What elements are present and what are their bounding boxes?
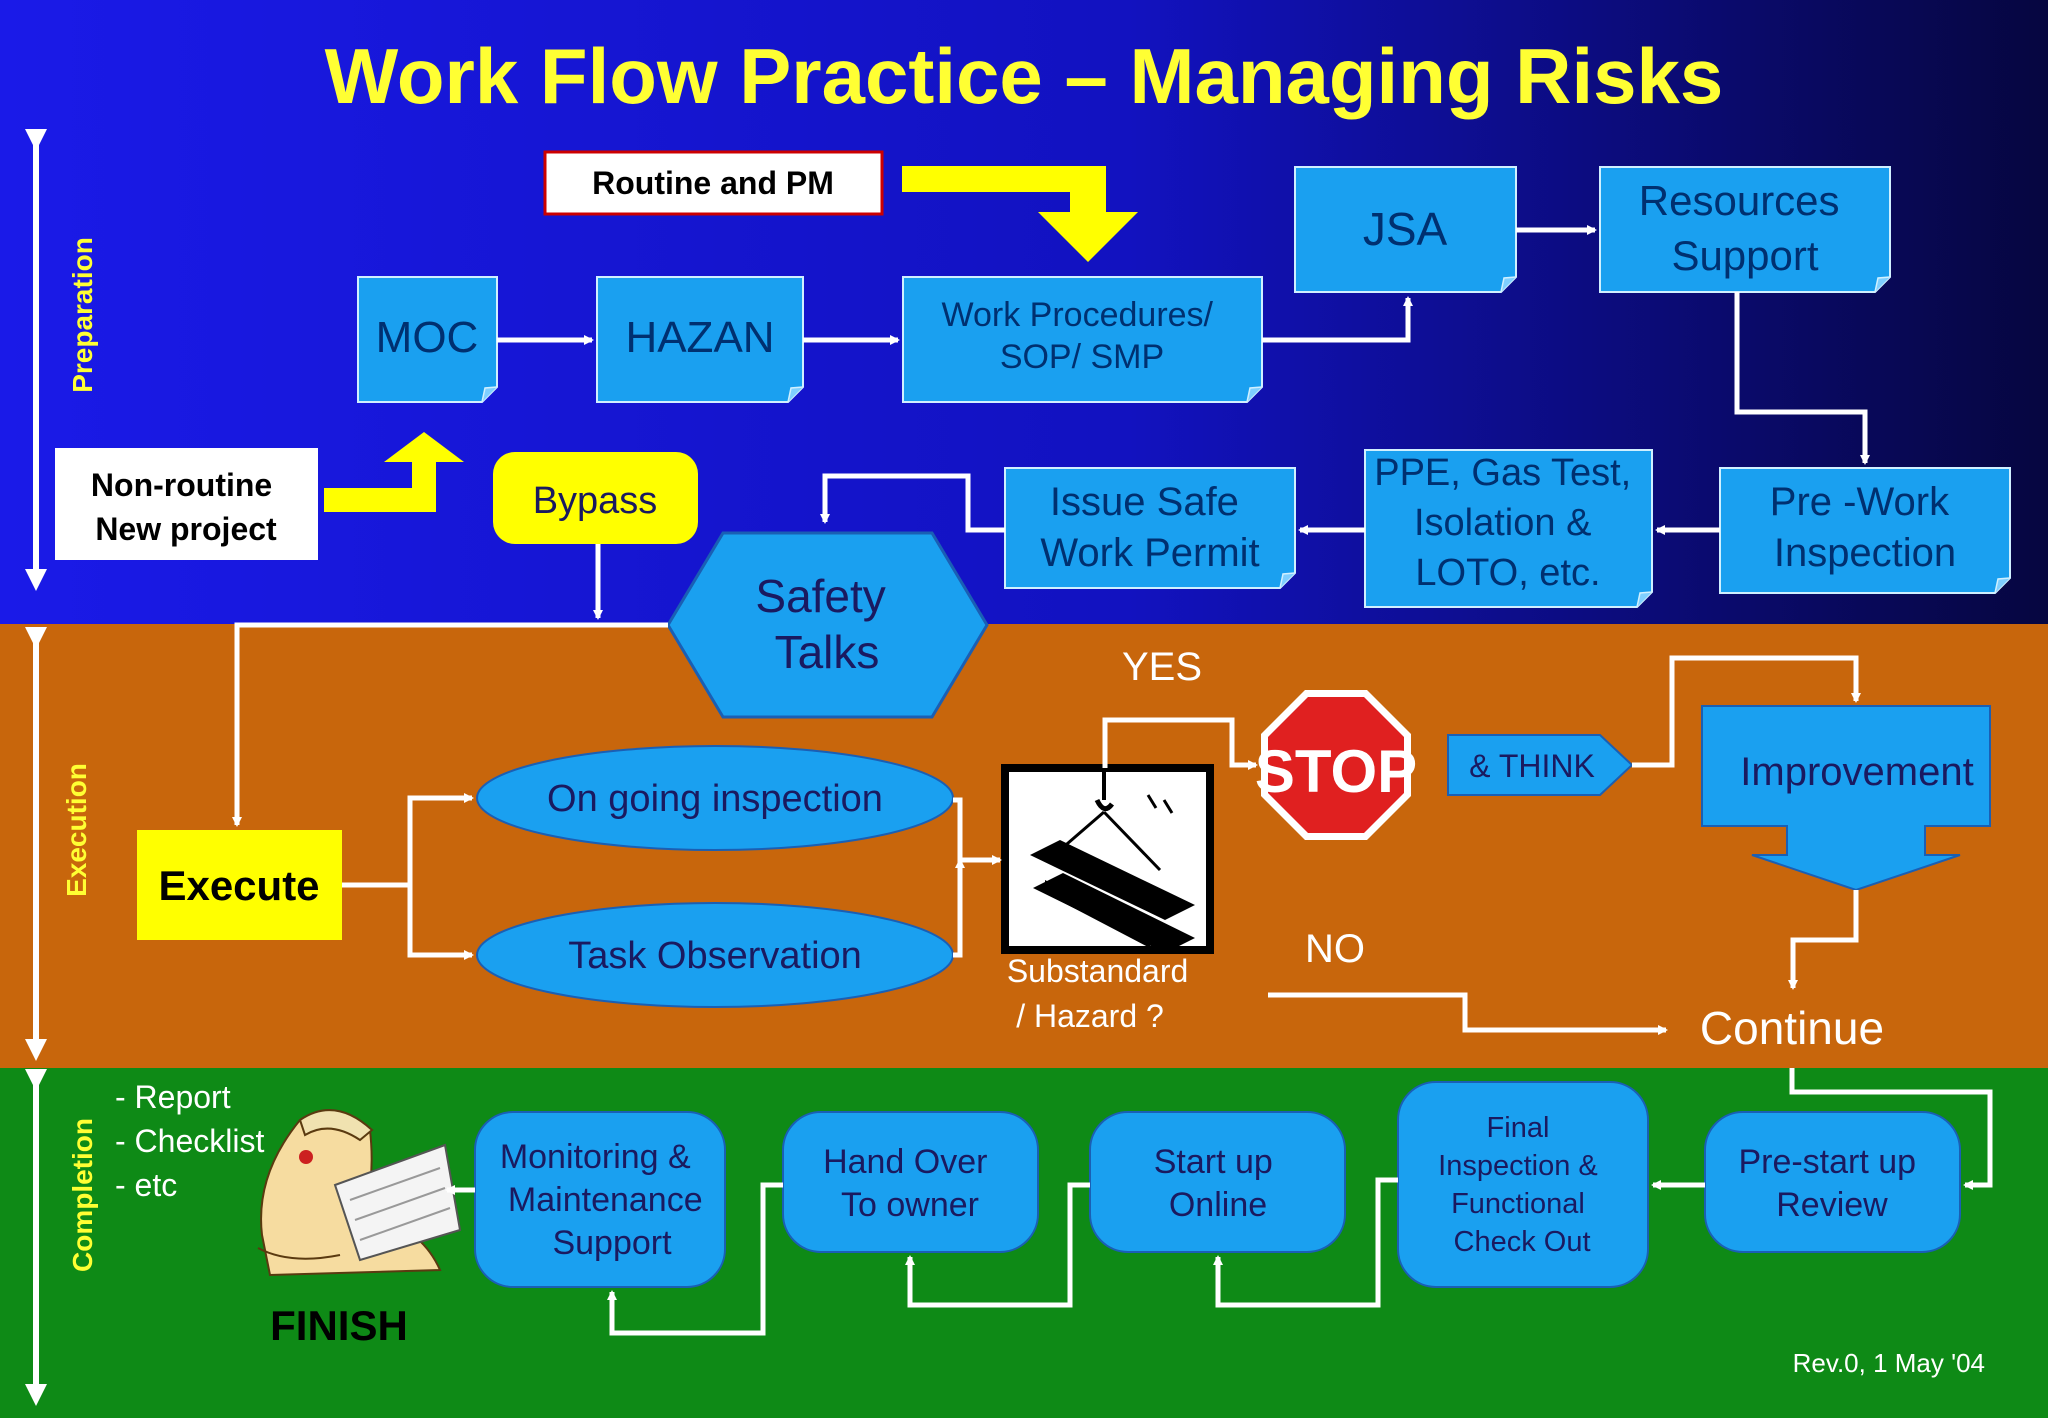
routine-pm-box <box>543 150 884 216</box>
phase-label-preparation: Preparation <box>67 237 98 393</box>
ongoing-inspection-label: On going inspection <box>547 778 883 820</box>
yes-label: YES <box>1122 645 1202 689</box>
phase-label-execution: Execution <box>61 763 92 897</box>
startup-box[interactable] <box>1089 1111 1346 1253</box>
bypass-box[interactable] <box>493 452 698 544</box>
continue-label: Continue <box>1700 1002 1884 1054</box>
improvement-box[interactable] <box>1701 705 1991 892</box>
nonroutine-yellow-arrow <box>324 432 464 512</box>
monitoring-label: Monitoring & Maintenance Support <box>500 1138 712 1262</box>
improvement-label: Improvement <box>1740 750 1973 794</box>
issue-permit-label: Issue Safe Work Permit <box>1040 480 1259 575</box>
nonroutine-label: Non-routine New project <box>91 467 281 547</box>
handover-box[interactable] <box>782 1111 1039 1253</box>
safety-talks-label: Safety Talks <box>755 570 898 678</box>
bypass-label: Bypass <box>533 480 658 522</box>
routine-pm-label: Routine and PM <box>592 165 834 201</box>
no-label: NO <box>1305 927 1365 971</box>
monitoring-box[interactable] <box>474 1111 726 1288</box>
ppe-isolation-label: PPE, Gas Test, Isolation & LOTO, etc. <box>1374 452 1642 594</box>
execute-box[interactable] <box>137 830 342 940</box>
nonroutine-box <box>55 448 318 560</box>
work-procedures-box[interactable]: Work Procedures/ SOP/ SMP <box>902 276 1263 403</box>
hazard-beam-icon <box>1001 764 1214 954</box>
stop-sign-icon: STOP <box>1255 690 1417 840</box>
completion-notes: - Report - Checklist - etc <box>115 1079 273 1203</box>
prework-inspection-box[interactable]: Pre -Work Inspection <box>1719 467 2011 594</box>
ppe-isolation-box[interactable]: PPE, Gas Test, Isolation & LOTO, etc. <box>1364 449 1653 608</box>
issue-permit-box[interactable]: Issue Safe Work Permit <box>1004 467 1296 589</box>
prestart-review-box[interactable] <box>1704 1111 1961 1253</box>
execution-connectors <box>232 622 1861 1035</box>
execute-label: Execute <box>158 862 319 909</box>
revision-label: Rev.0, 1 May '04 <box>1793 1348 1985 1378</box>
hazard-question-label: Substandard / Hazard ? <box>1007 953 1197 1034</box>
resources-support-box[interactable]: Resources Support <box>1599 166 1891 293</box>
think-arrow-shape <box>1447 734 1634 796</box>
page-title: Work Flow Practice – Managing Risks <box>325 32 1724 120</box>
think-label: & THINK <box>1469 748 1595 784</box>
phase-label-completion: Completion <box>67 1118 98 1272</box>
task-observation-label: Task Observation <box>568 935 862 977</box>
prework-inspection-label: Pre -Work Inspection <box>1770 480 1960 575</box>
worker-clipboard-icon <box>257 1109 462 1277</box>
handover-label: Hand Over To owner <box>823 1143 997 1224</box>
final-inspection-label: Final Inspection & Functional Check Out <box>1438 1112 1606 1258</box>
prestart-review-label: Pre-start up Review <box>1738 1143 1925 1224</box>
completion-connectors <box>445 1068 1993 1336</box>
work-procedures-label: Work Procedures/ SOP/ SMP <box>942 296 1223 376</box>
routine-yellow-arrow <box>902 166 1138 262</box>
startup-label: Start up Online <box>1154 1143 1283 1224</box>
hazan-label: HAZAN <box>625 313 774 362</box>
hazan-box[interactable]: HAZAN <box>596 276 804 403</box>
resources-support-label: Resources Support <box>1639 177 1851 279</box>
moc-label: MOC <box>376 313 479 362</box>
jsa-box[interactable]: JSA <box>1294 166 1517 293</box>
moc-box[interactable]: MOC <box>357 276 498 403</box>
finish-label: FINISH <box>270 1302 408 1349</box>
stop-label: STOP <box>1255 738 1417 805</box>
preparation-connectors <box>497 225 1870 620</box>
jsa-label: JSA <box>1363 203 1448 255</box>
final-inspection-box[interactable] <box>1397 1081 1649 1288</box>
safety-talks-shape[interactable]: Safety Talks <box>666 531 989 719</box>
